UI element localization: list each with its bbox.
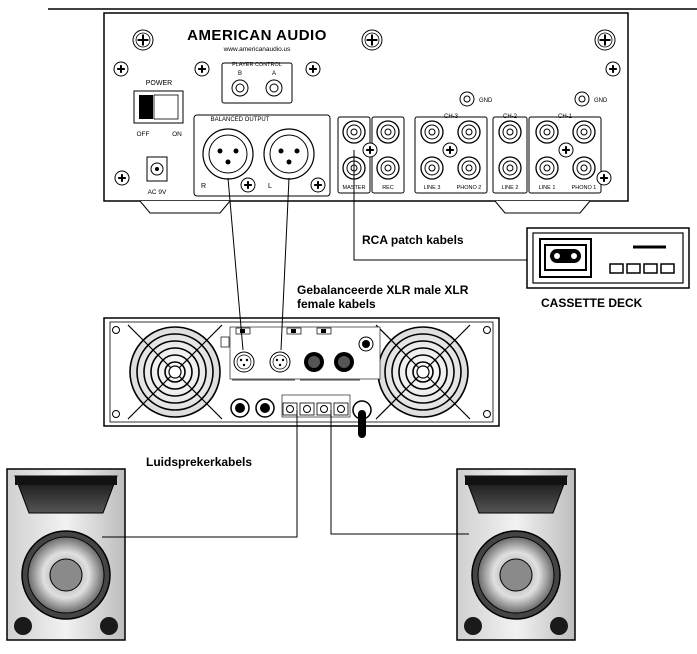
rec-label: REC xyxy=(382,185,394,191)
screw-icon xyxy=(594,29,616,51)
gnd1-label: GND xyxy=(479,98,493,104)
power-off-label: OFF xyxy=(137,131,150,138)
ch2-label: CH-2 xyxy=(503,114,518,120)
gnd2-label: GND xyxy=(594,98,608,104)
rca-jack xyxy=(376,156,400,180)
screw-icon xyxy=(362,142,378,158)
output-r-label: R xyxy=(201,183,206,190)
cables xyxy=(102,150,527,538)
rca-jack xyxy=(457,156,481,180)
amp-power-cord xyxy=(352,400,372,438)
amp-switches xyxy=(220,327,332,348)
screw-icon xyxy=(240,177,256,193)
screw-icon xyxy=(132,29,154,51)
rca-jack xyxy=(498,156,522,180)
player-a-label: A xyxy=(272,71,276,77)
cooling-fan-left xyxy=(127,324,223,420)
screw-icon xyxy=(310,177,326,193)
line1-label: LINE 1 xyxy=(539,185,556,191)
screw-icon xyxy=(113,61,129,77)
amp-binding-posts xyxy=(282,402,349,416)
cassette-label: CASSETTE DECK xyxy=(541,296,643,310)
rca-patch-label: RCA patch kabels xyxy=(362,233,464,247)
power-on-label: ON xyxy=(172,131,182,138)
rca-jack xyxy=(535,156,559,180)
screw-icon xyxy=(596,170,612,186)
mixer-rear-panel: AMERICAN AUDIO www.americanaudio.us POWE… xyxy=(48,8,697,214)
cooling-fan-right xyxy=(375,324,471,420)
gnd-terminal xyxy=(574,91,590,107)
ac-label: AC 9V xyxy=(148,189,167,196)
xlr-cable-right xyxy=(227,177,244,351)
brand-url: www.americanaudio.us xyxy=(223,46,292,53)
rca-jack xyxy=(572,156,596,180)
balanced-output-label: BALANCED OUTPUT xyxy=(211,117,270,123)
screw-icon xyxy=(605,61,621,77)
rca-jacks xyxy=(342,120,596,180)
power-label: POWER xyxy=(146,80,172,87)
screw-icon xyxy=(361,29,383,51)
ac-power-jack xyxy=(146,156,168,182)
phono2-label: PHONO 2 xyxy=(457,185,482,191)
amp-power-knob xyxy=(358,336,374,352)
player-a-jack xyxy=(265,79,283,97)
amplifier-rear-panel xyxy=(103,317,500,438)
xlr-cable-label-line2: female kabels xyxy=(297,297,376,311)
deck-buttons xyxy=(609,263,675,274)
rca-jack xyxy=(376,120,400,144)
gnd-terminal xyxy=(459,91,475,107)
rca-jack xyxy=(420,156,444,180)
xlr-output-right xyxy=(202,128,254,180)
ch3-label: CH-3 xyxy=(444,114,459,120)
screw-icon xyxy=(558,142,574,158)
line2-label: LINE 2 xyxy=(502,185,519,191)
output-l-label: L xyxy=(268,183,272,190)
screw-icon xyxy=(442,142,458,158)
player-b-jack xyxy=(231,79,249,97)
phono1-label: PHONO 1 xyxy=(572,185,597,191)
amp-xlr-input-female xyxy=(233,351,291,373)
line3-label: LINE 3 xyxy=(424,185,441,191)
amp-speakon-outputs xyxy=(230,398,275,418)
rca-jack xyxy=(572,120,596,144)
xlr-output-left xyxy=(263,128,315,180)
screw-icon xyxy=(194,61,210,77)
screw-icon xyxy=(305,61,321,77)
player-control-label: PLAYER CONTROL xyxy=(232,62,282,68)
speaker-right xyxy=(456,468,576,641)
speaker-cable-label: Luidsprekerkabels xyxy=(146,455,252,469)
speaker-cable-right xyxy=(330,410,469,535)
rca-jack xyxy=(342,120,366,144)
rca-cable-master xyxy=(353,150,527,261)
rca-jack xyxy=(535,120,559,144)
speaker-left xyxy=(6,468,126,641)
rca-jack xyxy=(457,120,481,144)
xlr-cable-label-line1: Gebalanceerde XLR male XLR xyxy=(297,283,469,297)
ch1-label: CH-1 xyxy=(558,114,573,120)
rca-jack xyxy=(420,120,444,144)
panel-screws xyxy=(113,29,621,193)
amp-xlr-output-male xyxy=(304,352,354,372)
cassette-deck xyxy=(526,227,690,289)
player-b-label: B xyxy=(238,71,242,77)
brand-logo: AMERICAN AUDIO xyxy=(187,27,327,44)
xlr-cable-left xyxy=(280,177,290,351)
screw-icon xyxy=(114,170,130,186)
rca-jack xyxy=(498,120,522,144)
speaker-cable-left xyxy=(102,410,298,538)
